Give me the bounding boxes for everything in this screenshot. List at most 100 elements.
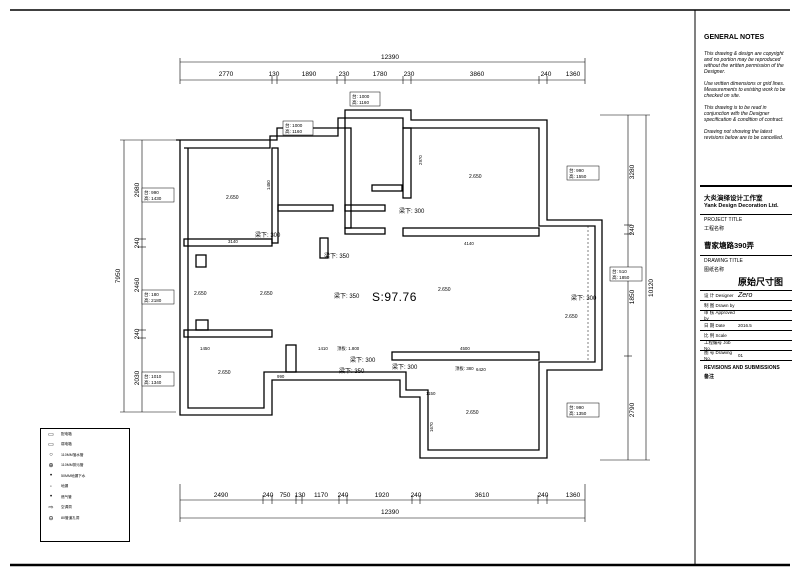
drawing-title-label-cn: 图纸名称	[704, 267, 725, 273]
ac-hole-icon: ⇨	[48, 505, 54, 512]
height-marker: 2.650	[194, 291, 207, 297]
note-text: Drawing not showing the latest revisions…	[704, 129, 784, 141]
wall-segment	[319, 237, 329, 259]
inner-dim: 6420	[476, 367, 486, 372]
legend-item: ◦ 地漏	[41, 482, 129, 493]
inner-dim: 1410	[318, 346, 328, 351]
height-marker: 2.650	[469, 174, 482, 180]
walls	[176, 109, 603, 459]
left-total-dim: 7950	[115, 268, 122, 283]
inner-label: 顶板: 1.800	[337, 345, 360, 352]
bottom-dim: 2490	[214, 492, 229, 499]
note-text: Use written dimensions or grid lines. Me…	[704, 81, 786, 99]
window-label: 台: 990	[144, 189, 159, 196]
window-label: 台: 1000	[352, 93, 370, 100]
bottom-dim: 1920	[375, 492, 390, 499]
bottom-dim: 750	[280, 492, 291, 499]
legend-item: ⇨空调洞	[41, 503, 129, 514]
wall-segment	[344, 204, 386, 212]
info-value: 2016.5	[738, 323, 752, 328]
drawing-title-label: DRAWING TITLE	[704, 258, 743, 264]
note-text: This drawing & design are copyright and …	[704, 51, 784, 75]
window-label: 高: 2180	[144, 297, 162, 304]
left-dim: 2980	[134, 182, 141, 197]
info-value: 01	[738, 353, 744, 358]
window-label: 台: 510	[612, 268, 627, 275]
bottom-dim: 240	[538, 492, 549, 499]
bottom-dim: 240	[411, 492, 422, 499]
wall-segment	[391, 351, 540, 361]
legend-label: 配电箱	[61, 431, 72, 436]
info-value: Zero	[738, 292, 753, 299]
divider	[700, 214, 792, 215]
bottom-dimension-lines	[179, 484, 586, 522]
info-key: 工程编号 Job No.	[704, 340, 731, 351]
window-label: 台: 1010	[144, 373, 162, 380]
info-row: 工程编号 Job No.	[700, 340, 792, 351]
height-marker: 2.650	[565, 314, 578, 320]
window-label: 高: 1160	[285, 128, 302, 135]
info-row: 审 核 Approved by	[700, 310, 792, 321]
divider	[700, 360, 792, 361]
right-dim: 240	[629, 224, 636, 235]
bottom-dimension-text: 2490 240 750 130 1170 240 1920 240 3610 …	[214, 492, 581, 516]
drain-pipe-icon: ○	[49, 452, 53, 459]
window-label: 高: 1350	[569, 410, 587, 417]
right-dim: 2790	[629, 402, 636, 417]
legend-label: 地漏	[61, 484, 69, 489]
info-row: 制 图 Drawn by	[700, 300, 792, 310]
legend-item: ○110MM落水管	[41, 450, 129, 461]
divider	[700, 255, 792, 256]
beam-label: 梁下: 350	[339, 367, 365, 375]
bottom-dim: 1360	[566, 492, 581, 499]
window-label: 台: 990	[569, 404, 584, 411]
legend-item: •燃气管	[41, 492, 129, 503]
height-marker: 2.650	[438, 287, 451, 293]
wall-segment	[195, 254, 207, 268]
right-total-dim: 10120	[648, 279, 655, 297]
inner-dim: 1150	[426, 391, 436, 396]
gas-pipe-icon: •	[49, 494, 53, 501]
inner-dim: 4500	[460, 346, 470, 351]
wall-segment	[371, 184, 403, 192]
top-dim: 1360	[566, 71, 581, 78]
right-dim: 3280	[629, 164, 636, 179]
bottom-dim: 240	[263, 492, 274, 499]
top-dim: 240	[541, 71, 552, 78]
height-marker: 2.650	[466, 410, 479, 416]
inner-label: 顶板: 380	[455, 365, 474, 372]
legend-label: 110MM排污管	[61, 463, 84, 468]
symbol-legend: ▭配电箱 ▭弱电箱 ○110MM落水管 ⊕110MM排污管 •50MM地漏下水 …	[40, 428, 130, 542]
left-dim: 2460	[134, 277, 141, 292]
drawing-title-value: 原始尺寸图	[738, 277, 784, 287]
inner-dim: 1450	[200, 346, 210, 351]
height-marker: 2.650	[226, 195, 239, 201]
bottom-dim: 3610	[475, 492, 490, 499]
legend-label: 弱电箱	[61, 442, 72, 447]
wall-segment	[344, 227, 386, 235]
window-label: 台: 1000	[285, 122, 303, 129]
wall-segment	[344, 127, 352, 229]
top-dim: 1890	[302, 71, 317, 78]
project-title-label: PROJECT TITLE	[704, 217, 743, 223]
window-label: 台: 990	[569, 167, 584, 174]
info-key: 审 核 Approved by	[704, 310, 735, 321]
wall-segment	[402, 127, 412, 199]
legend-item: ▭弱电箱	[41, 440, 129, 451]
info-key: 制 图 Drawn by	[704, 302, 735, 308]
inner-dim: 990	[277, 374, 285, 379]
beam-label: 梁下: 300	[392, 363, 418, 371]
floor-drain-pipe-icon: •	[49, 473, 53, 480]
inner-dim: 3140	[228, 239, 238, 244]
bottom-total-dim: 12390	[381, 509, 399, 516]
wall-segment	[183, 329, 273, 338]
left-dim: 240	[134, 328, 141, 339]
floor-drain-icon: ◦	[49, 483, 53, 490]
legend-item: •50MM地漏下水	[41, 471, 129, 482]
beam-label: 梁下: 300	[399, 207, 425, 215]
wall-segment	[402, 227, 540, 237]
right-dimension-lines	[600, 114, 650, 461]
